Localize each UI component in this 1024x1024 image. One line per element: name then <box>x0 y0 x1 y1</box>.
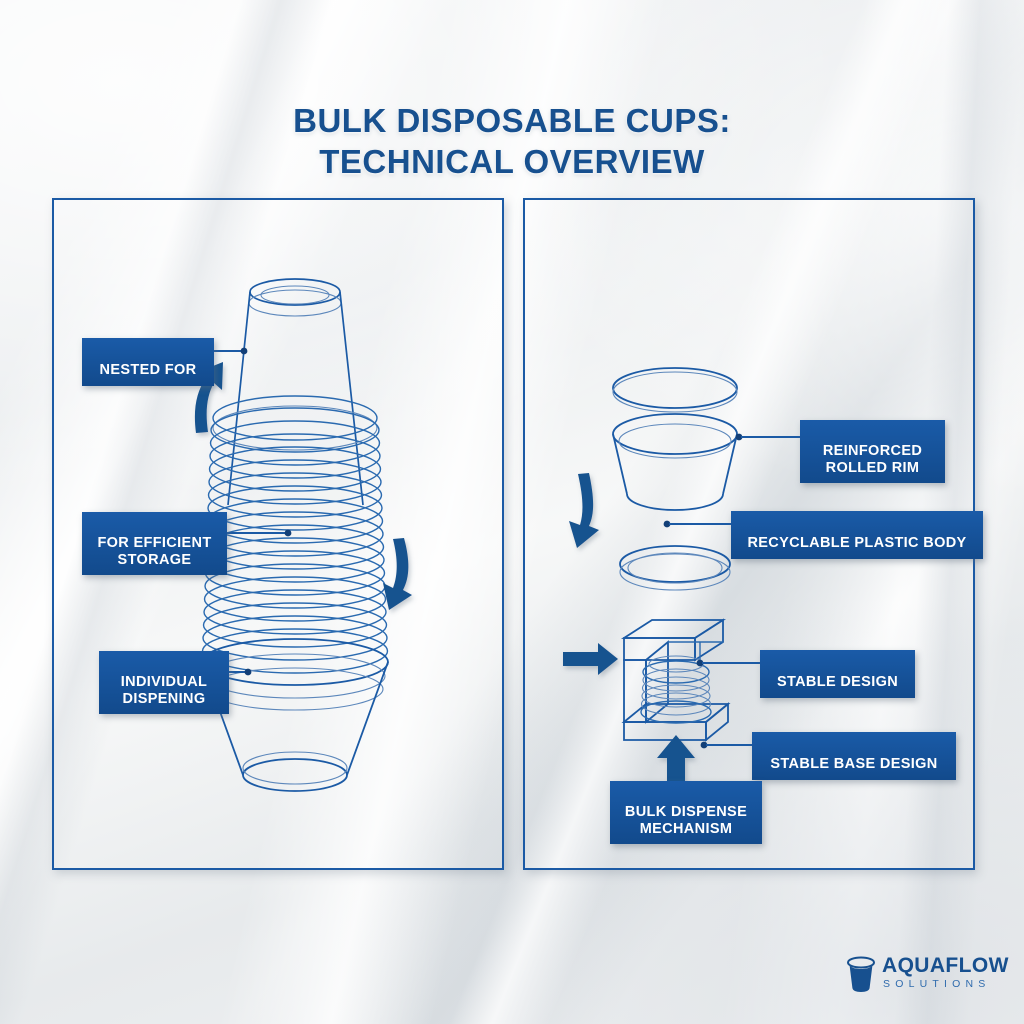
left-panel-frame <box>52 198 504 870</box>
inverted-top-cup <box>212 278 378 506</box>
cup-body <box>612 413 738 511</box>
dispenser-right-arrow <box>563 643 618 675</box>
stack-down-arrow <box>383 538 412 610</box>
callout-individual-dispening[interactable]: INDIVIDUAL DISPENING <box>99 651 229 714</box>
callout-reinforced-rolled-rim[interactable]: REINFORCED ROLLED RIM <box>800 420 945 483</box>
callout-individual-dispening-text: INDIVIDUAL DISPENING <box>120 674 208 707</box>
page-title: BULK DISPOSABLE CUPS: TECHNICAL OVERVIEW <box>0 100 1024 182</box>
callout-recyclable-plastic-body-text: RECYCLABLE PLASTIC BODY <box>747 535 967 551</box>
rolled-rim-ring <box>612 367 738 413</box>
stacked-rim-rings <box>201 407 389 674</box>
cup-base-ring <box>619 545 731 591</box>
bottom-upright-cup <box>201 638 389 792</box>
logo-wordmark: AQUAFLOW <box>882 954 1009 977</box>
callout-bulk-dispense-mechanism[interactable]: BULK DISPENSE MECHANISM <box>610 781 762 844</box>
callout-stable-base-design-text: STABLE BASE DESIGN <box>770 756 938 772</box>
assembly-down-arrow <box>569 473 599 548</box>
callout-for-efficient-storage[interactable]: FOR EFFICIENT STORAGE <box>82 512 227 575</box>
callout-stable-design-text: STABLE DESIGN <box>776 674 899 690</box>
brand-logo[interactable]: AQUAFLOW SOLUTIONS <box>846 955 1008 1001</box>
exploded-cup-art <box>563 367 800 790</box>
logo-tagline: SOLUTIONS <box>883 978 991 990</box>
stack-up-arrow <box>194 362 223 433</box>
nested-cup-stack-art <box>194 278 412 792</box>
callout-for-efficient-storage-text: FOR EFFICIENT STORAGE <box>97 535 212 568</box>
page-title-line1: BULK DISPOSABLE CUPS: <box>293 102 731 139</box>
page-title-line2: TECHNICAL OVERVIEW <box>319 143 705 180</box>
callout-bulk-dispense-mechanism-text: BULK DISPENSE MECHANISM <box>624 804 748 837</box>
callout-nested-for[interactable]: NESTED FOR <box>82 338 214 386</box>
bulk-dispenser-mechanism <box>620 618 731 742</box>
dispenser-up-arrow <box>657 735 695 790</box>
callout-reinforced-rolled-rim-text: REINFORCED ROLLED RIM <box>822 443 923 476</box>
cup-icon <box>847 956 875 992</box>
right-panel-leader-lines <box>663 433 800 749</box>
callout-stable-base-design[interactable]: STABLE BASE DESIGN <box>752 732 956 780</box>
callout-nested-for-text: NESTED FOR <box>99 362 197 378</box>
callout-recyclable-plastic-body[interactable]: RECYCLABLE PLASTIC BODY <box>731 511 983 559</box>
callout-stable-design[interactable]: STABLE DESIGN <box>760 650 915 698</box>
dispenser-cup-stack <box>640 655 712 724</box>
